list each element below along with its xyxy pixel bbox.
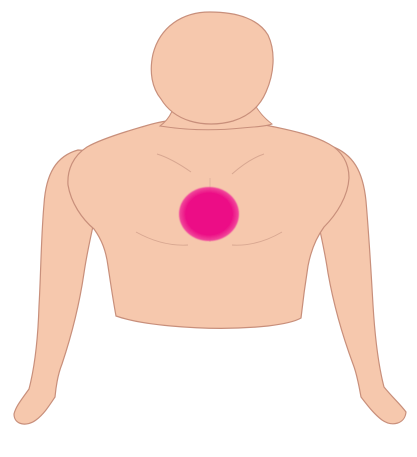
chest-pain-marker (179, 187, 239, 241)
head (151, 12, 273, 124)
